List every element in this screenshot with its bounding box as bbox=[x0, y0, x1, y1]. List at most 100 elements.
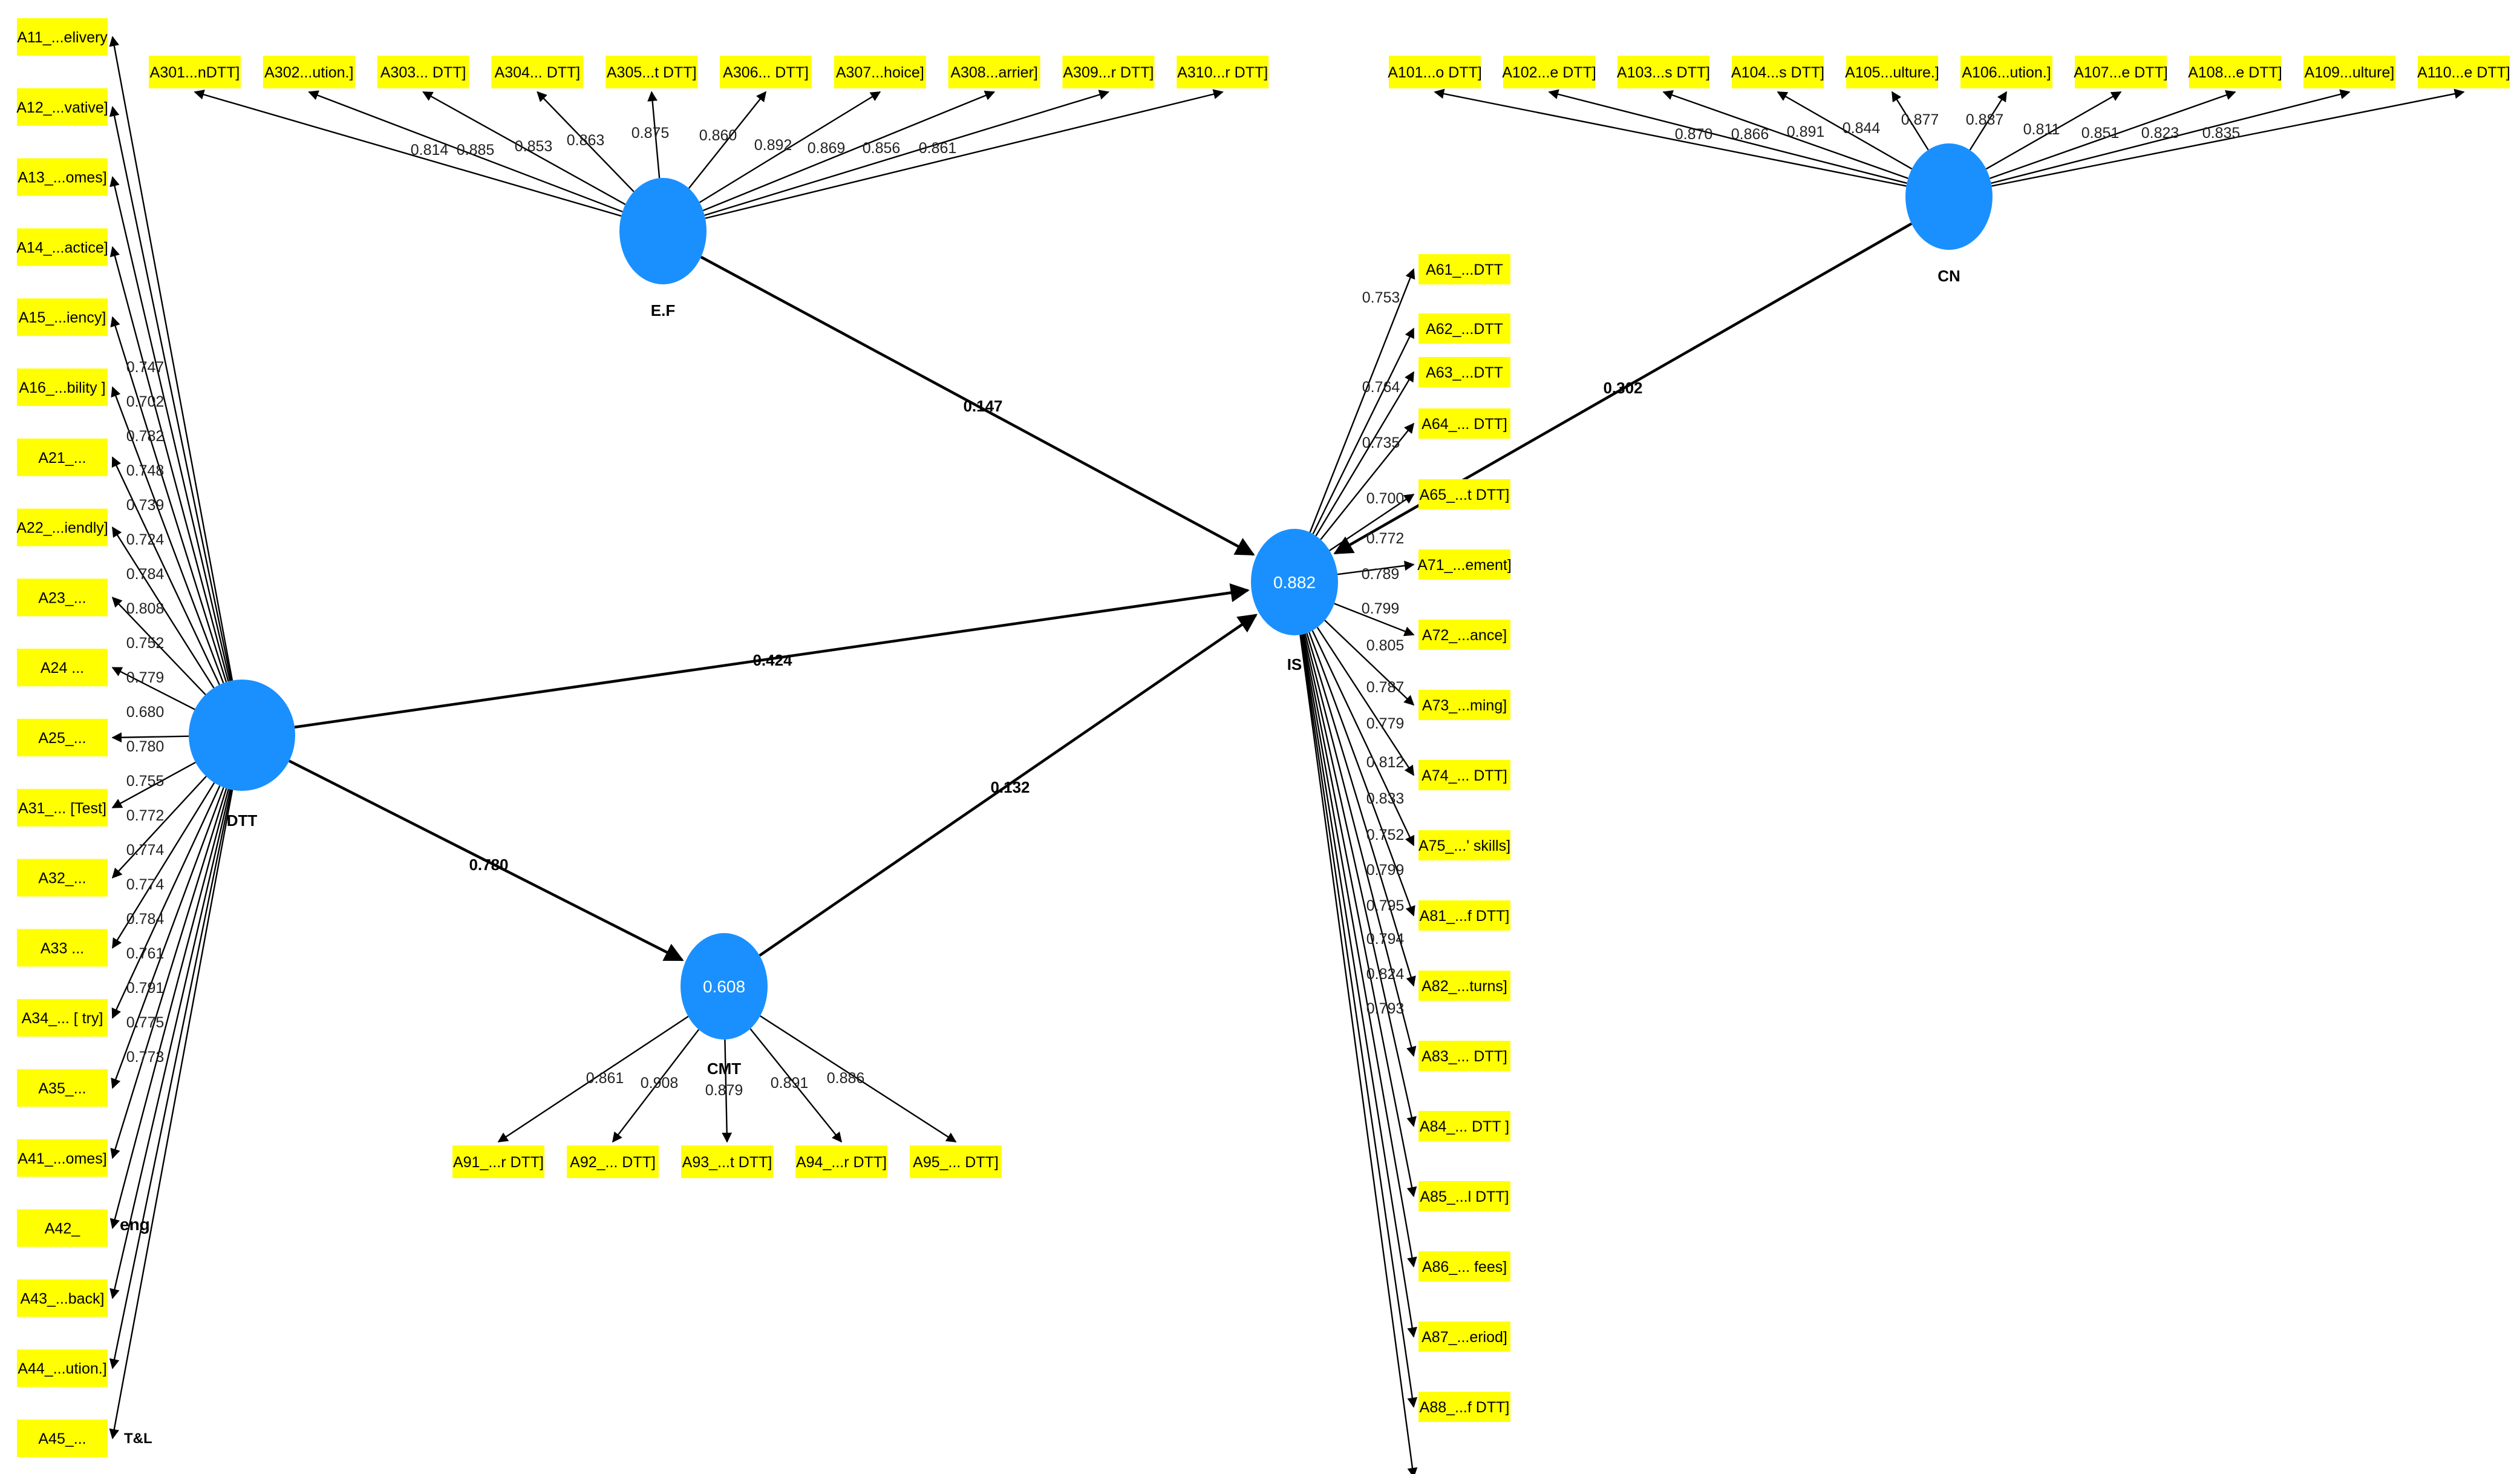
indicator-box bbox=[1418, 830, 1510, 860]
indicator-label: A31_... [Test] bbox=[18, 800, 106, 817]
loading-value: 0.748 bbox=[126, 462, 165, 479]
path-coefficient: 0.424 bbox=[752, 651, 792, 669]
loading-arrow bbox=[699, 91, 881, 203]
indicator-label: A308...arrier] bbox=[950, 64, 1038, 81]
loading-value: 0.860 bbox=[699, 127, 737, 144]
indicator-label: A304... DTT] bbox=[495, 64, 581, 81]
indicator-box bbox=[17, 1279, 108, 1317]
loading-value: 0.861 bbox=[919, 140, 957, 157]
indicator-label: A86_... fees] bbox=[1422, 1259, 1507, 1276]
indicator-box bbox=[17, 158, 108, 196]
indicator-box bbox=[1418, 1181, 1510, 1211]
loading-value: 0.908 bbox=[641, 1075, 679, 1092]
construct-name: IS bbox=[1287, 655, 1302, 673]
indicator-label: A107...e DTT] bbox=[2074, 64, 2168, 81]
loading-arrow bbox=[109, 175, 231, 681]
loading-arrow bbox=[111, 776, 207, 879]
indicator-box bbox=[17, 859, 108, 897]
loading-arrow bbox=[111, 526, 215, 689]
loading-arrow bbox=[1304, 634, 1417, 1057]
indicator-label: A61_...DTT bbox=[1426, 261, 1503, 278]
indicator-layer: A11_...eliveryA12_...vative]A13_...omes]… bbox=[16, 18, 2510, 1457]
construct-name: CN bbox=[1937, 267, 1960, 285]
loading-arrow bbox=[688, 91, 767, 189]
loading-arrow bbox=[705, 89, 1224, 219]
indicator-box bbox=[17, 438, 108, 476]
loading-value: 0.779 bbox=[126, 669, 165, 686]
indicator-label: A88_...f DTT] bbox=[1420, 1399, 1510, 1416]
indicator-label: A44_...ution.] bbox=[18, 1360, 106, 1377]
indicator-box bbox=[948, 56, 1040, 88]
indicator-box bbox=[17, 1420, 108, 1457]
loading-value: 0.805 bbox=[1366, 637, 1405, 654]
construct-cn bbox=[1905, 143, 1993, 250]
indicator-box bbox=[1389, 56, 1481, 88]
indicator-box bbox=[720, 56, 812, 88]
indicator-label: A43_...back] bbox=[21, 1290, 105, 1307]
loading-arrow bbox=[1991, 88, 2465, 187]
loading-value: 0.789 bbox=[1362, 566, 1400, 583]
indicator-label: A74_... DTT] bbox=[1422, 767, 1507, 784]
indicator-box bbox=[17, 508, 108, 546]
indicator-box bbox=[17, 18, 108, 56]
indicator-box bbox=[1418, 760, 1510, 790]
path-coefficient: 0.132 bbox=[990, 778, 1030, 796]
loading-value: 0.861 bbox=[586, 1070, 624, 1087]
indicator-box bbox=[1418, 408, 1510, 439]
indicator-label: A75_...' skills] bbox=[1418, 837, 1510, 854]
indicator-box bbox=[2075, 56, 2167, 88]
loading-value: 0.724 bbox=[126, 531, 165, 548]
loading-value: 0.772 bbox=[1366, 530, 1405, 547]
indicator-box bbox=[795, 1145, 887, 1178]
loading-arrow bbox=[111, 667, 195, 710]
indicator-label: A93_...t DTT] bbox=[682, 1154, 772, 1171]
indicator-box bbox=[452, 1145, 544, 1178]
indicator-label: A41_...omes] bbox=[18, 1150, 106, 1167]
loading-arrow bbox=[110, 788, 227, 1159]
loading-arrow bbox=[111, 456, 220, 686]
indicator-box bbox=[1418, 549, 1510, 580]
indicator-box bbox=[17, 999, 108, 1037]
indicator-label: A102...e DTT] bbox=[1502, 64, 1596, 81]
loading-arrow bbox=[422, 91, 626, 205]
loading-arrow bbox=[194, 90, 622, 217]
loading-arrow bbox=[109, 788, 229, 1230]
path-coefficient: 0.302 bbox=[1603, 379, 1642, 397]
loading-arrow bbox=[1300, 634, 1418, 1408]
indicator-box bbox=[2418, 56, 2510, 88]
indicator-box bbox=[1418, 690, 1510, 720]
loading-arrow bbox=[612, 1029, 700, 1143]
loading-arrow bbox=[1312, 327, 1415, 534]
loading-value: 0.799 bbox=[1366, 862, 1405, 879]
indicator-label: A309...r DTT] bbox=[1063, 64, 1154, 81]
extra-label-layer: eng T&L bbox=[120, 1215, 152, 1447]
indicator-box bbox=[1418, 1041, 1510, 1071]
indicator-label: A108...e DTT] bbox=[2188, 64, 2282, 81]
loading-value: 0.866 bbox=[1731, 126, 1769, 143]
indicator-box bbox=[149, 56, 241, 88]
loading-arrow bbox=[110, 316, 227, 683]
indicator-box bbox=[1418, 479, 1510, 509]
loading-value: 0.780 bbox=[126, 738, 165, 755]
loading-arrow bbox=[109, 790, 233, 1440]
loading-value: 0.747 bbox=[126, 359, 165, 376]
loading-value: 0.833 bbox=[1366, 790, 1405, 807]
indicator-label: A82_...turns] bbox=[1422, 978, 1507, 995]
indicator-label: A72_...ance] bbox=[1422, 627, 1507, 644]
loading-arrow bbox=[647, 91, 661, 179]
indicator-label: A35_... bbox=[38, 1080, 86, 1097]
indicator-label: A306... DTT] bbox=[723, 64, 809, 81]
loading-value: 0.791 bbox=[126, 980, 165, 997]
indicator-label: A302...ution.] bbox=[264, 64, 353, 81]
loading-value: 0.885 bbox=[457, 142, 495, 159]
construct-is bbox=[1251, 529, 1338, 635]
indicator-label: A14_...actice] bbox=[16, 239, 108, 256]
indicator-box bbox=[1418, 1322, 1510, 1352]
loading-arrow bbox=[497, 1015, 689, 1143]
loading-arrow bbox=[1969, 91, 2008, 151]
loading-value: 0.853 bbox=[515, 138, 553, 155]
loading-arrow bbox=[111, 597, 206, 695]
loading-value: 0.774 bbox=[126, 842, 165, 859]
indicator-box bbox=[17, 1209, 108, 1247]
